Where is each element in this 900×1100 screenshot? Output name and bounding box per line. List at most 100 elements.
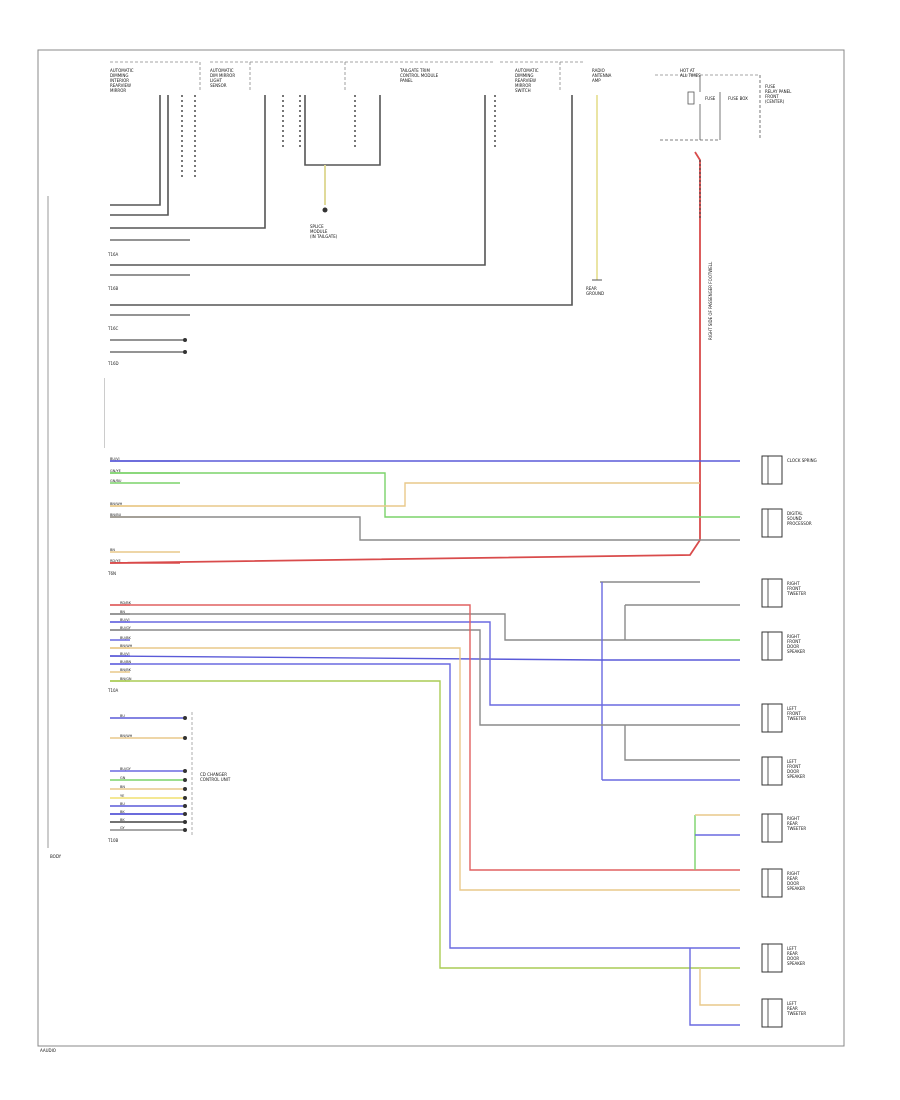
right-component-4-line: TWEETER	[786, 716, 806, 721]
right-component: CLOCK SPRING	[761, 455, 817, 485]
speaker-wire-code: BU/BK	[120, 636, 132, 640]
top-component-0-line: REARVIEW	[110, 83, 131, 88]
cd-wire-code: BK	[120, 818, 125, 822]
cd-wire-end	[183, 769, 187, 773]
connector-id-5: T6N	[107, 571, 116, 576]
radio-wire-code: BU/VI	[110, 457, 120, 461]
right-component-2-line: FRONT	[787, 586, 801, 591]
top-component-5-line: HOT AT	[680, 68, 695, 73]
right-component-3-line: FRONT	[787, 639, 801, 644]
fuse-relay-line: (CENTER)	[765, 99, 785, 104]
right-component-8-line: SPEAKER	[787, 961, 805, 966]
top-component-3-line: MIRROR	[515, 83, 531, 88]
ground-line: GROUND	[586, 291, 604, 296]
left-connector-wires	[110, 239, 190, 353]
cd-wire-code: GN	[120, 776, 126, 780]
pin-number-column	[104, 378, 105, 448]
top-vertical-wires	[110, 95, 573, 306]
right-component-2-line: TWEETER	[786, 591, 806, 596]
top-component-4-line: RADIO	[592, 68, 605, 73]
connector-id-3: T16C	[107, 326, 119, 331]
radio-wire-code: BN	[110, 548, 115, 552]
top-component-1-line: LIGHT	[210, 78, 223, 83]
top-component-0-line: AUTOMATIC	[110, 68, 134, 73]
right-component-3-line: DOOR	[787, 644, 799, 649]
speaker-wire-code: BU/BN	[120, 660, 132, 664]
right-component-7-line: RIGHT	[787, 871, 800, 876]
cd-wire-end	[183, 796, 187, 800]
diagram-border	[37, 49, 845, 1047]
cd-wire-code: GY	[120, 826, 126, 830]
cd-wire-end	[183, 716, 187, 720]
cd-wire-end	[183, 804, 187, 808]
right-component-6-line: TWEETER	[786, 826, 806, 831]
cd-changer-line: CD CHANGER	[200, 772, 227, 777]
right-component-5-line: SPEAKER	[787, 774, 805, 779]
speaker-wire-code: RD/BK	[120, 601, 132, 605]
top-component-3-line: DIMMING	[515, 73, 533, 78]
cd-wire-code: BU	[120, 802, 125, 806]
top-components	[110, 61, 760, 90]
side-label: BODY	[50, 854, 62, 859]
right-component-5-line: DOOR	[787, 769, 799, 774]
cd-wire-end	[183, 812, 187, 816]
splice-line: (IN TAILGATE)	[310, 234, 338, 239]
speaker-wires: RD/BKBNBU/VIBU/GYBU/BKBN/WHBU/VIBU/BNBN/…	[110, 601, 133, 682]
top-component-4-line: AMP	[592, 78, 601, 83]
right-component-4-line: FRONT	[787, 711, 801, 716]
right-component-8-line: REAR	[787, 951, 798, 956]
cd-wire-end	[183, 787, 187, 791]
right-component-3-line: SPEAKER	[787, 649, 805, 654]
right-component-1-line: SOUND	[787, 516, 802, 521]
splice-line: SPLICE	[310, 224, 324, 229]
top-component-0-line: DIMMING	[110, 73, 128, 78]
top-component-2-line: TAILGATE TRIM	[399, 68, 430, 73]
right-component-9-line: TWEETER	[786, 1011, 806, 1016]
top-component-3-line: SWITCH	[515, 88, 531, 93]
fuse-relay-line: RELAY PANEL	[765, 89, 792, 94]
radio-wire-code: GN/YE	[110, 469, 121, 473]
speaker-wire-code: BN	[120, 610, 125, 614]
speaker-wire-code: BU/VI	[120, 652, 130, 656]
cd-wire-code: BN/WH	[120, 734, 133, 738]
speaker-wire-code: BN/BK	[120, 668, 132, 672]
right-component-6-line: RIGHT	[787, 816, 800, 821]
top-component-0-line: INTERIOR	[110, 78, 129, 83]
right-component-7-line: SPEAKER	[787, 886, 805, 891]
ground-wire	[592, 95, 602, 281]
top-component-5-line: ALL TIMES	[680, 73, 701, 78]
top-component-3-line: REARVIEW	[515, 78, 536, 83]
dsp-routing	[110, 460, 740, 541]
right-component-1-line: PROCESSOR	[787, 521, 812, 526]
top-component-0-line: MIRROR	[110, 88, 126, 93]
passenger-footwell-label: RIGHT SIDE OF PASSENGER FOOTWELL	[708, 261, 713, 340]
speaker-wire-code: BN/GN	[120, 677, 132, 681]
connector-id-7: T10B	[107, 838, 119, 843]
right-component-7-line: REAR	[787, 876, 798, 881]
right-component-4-line: LEFT	[787, 706, 797, 711]
cd-wire-end	[183, 736, 187, 740]
cd-wire-code: BU	[120, 714, 125, 718]
right-component-5-line: LEFT	[787, 759, 797, 764]
cd-wire-end	[183, 828, 187, 832]
right-components: CLOCK SPRINGDIGITALSOUNDPROCESSORRIGHTFR…	[761, 455, 817, 1028]
right-component-9-line: LEFT	[787, 1001, 797, 1006]
right-component-0-line: CLOCK SPRING	[787, 458, 817, 463]
right-component-1-line: DIGITAL	[787, 511, 803, 516]
cd-wire-end	[183, 820, 187, 824]
radio-wire-code: BN/BU	[110, 513, 122, 517]
connector-id-4: T16D	[107, 361, 119, 366]
fuse-relay-line: FRONT	[765, 94, 779, 99]
cd-wire-code: YE	[120, 794, 124, 798]
right-component-8-line: DOOR	[787, 956, 799, 961]
